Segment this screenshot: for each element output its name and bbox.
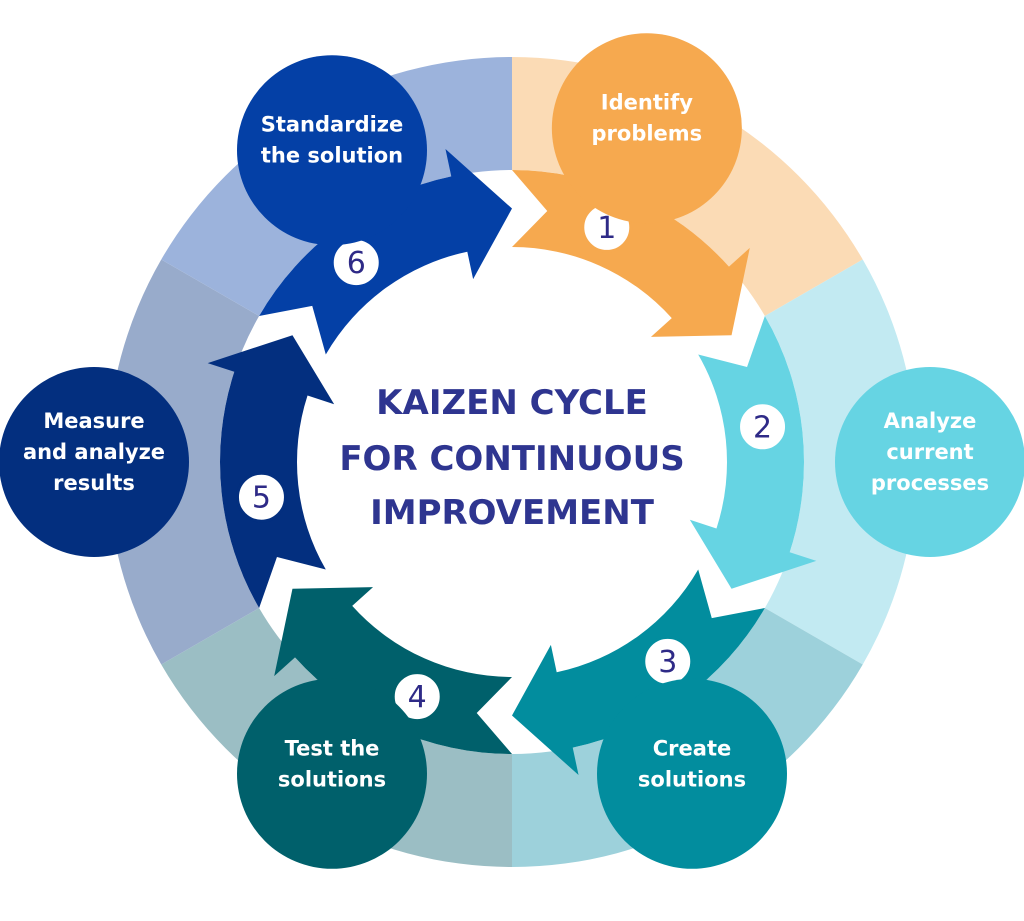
node-circle bbox=[551, 33, 742, 224]
node-step-2: Analyze current processes bbox=[835, 367, 1024, 557]
node-label-line: Test the bbox=[285, 736, 380, 760]
node-label-line: Standardize bbox=[261, 113, 404, 137]
node-label-line: Identify bbox=[601, 91, 693, 115]
step-number: 4 bbox=[408, 680, 427, 715]
node-circle bbox=[597, 678, 787, 869]
node-label-line: solutions bbox=[638, 767, 746, 791]
step-number: 2 bbox=[753, 410, 772, 445]
title-line-2: FOR CONTINUOUS bbox=[339, 439, 684, 479]
node-label-line: Analyze bbox=[884, 409, 977, 433]
node-step-5: Measure and analyze results bbox=[0, 367, 189, 557]
step-number: 3 bbox=[658, 645, 677, 680]
arrow-step-6 bbox=[259, 148, 512, 355]
node-label-line: problems bbox=[592, 122, 703, 146]
step-number: 5 bbox=[252, 481, 271, 516]
node-circle bbox=[0, 367, 189, 557]
node-step-6: Standardize the solution bbox=[237, 55, 427, 246]
arrow-step-3 bbox=[512, 569, 765, 776]
title-line-1: KAIZEN CYCLE bbox=[376, 383, 648, 423]
step-number: 6 bbox=[347, 246, 366, 281]
step-number: 1 bbox=[597, 211, 616, 246]
badge-circle bbox=[235, 471, 287, 523]
badge-circle bbox=[737, 401, 789, 453]
node-step-1: Identify problems bbox=[551, 33, 742, 224]
node-label-line: results bbox=[53, 471, 135, 495]
node-label-line: and analyze bbox=[23, 440, 165, 464]
node-label-line: processes bbox=[871, 471, 989, 495]
badge-step-4: 4 bbox=[391, 671, 443, 723]
node-circle bbox=[237, 678, 427, 869]
node-label-line: solutions bbox=[278, 767, 386, 791]
badge-step-6: 6 bbox=[330, 237, 382, 289]
node-circle bbox=[835, 367, 1024, 557]
node-step-4: Test the solutions bbox=[237, 678, 427, 869]
node-label-line: current bbox=[886, 440, 973, 464]
title-line-3: IMPROVEMENT bbox=[370, 493, 655, 533]
center-title: KAIZEN CYCLE FOR CONTINUOUS IMPROVEMENT bbox=[339, 383, 684, 533]
arrow-step-1 bbox=[512, 170, 750, 337]
badge-step-2: 2 bbox=[737, 401, 789, 453]
node-label-line: Create bbox=[653, 736, 731, 760]
node-circle bbox=[237, 55, 427, 246]
step-number-badges: 1 2 3 4 5 6 bbox=[235, 201, 789, 723]
badge-step-5: 5 bbox=[235, 471, 287, 523]
badge-circle bbox=[391, 671, 443, 723]
badge-step-3: 3 bbox=[642, 635, 694, 687]
arrow-step-5 bbox=[207, 335, 335, 608]
arrow-step-4 bbox=[274, 587, 512, 754]
node-step-3: Create solutions bbox=[597, 678, 787, 869]
node-label-line: Measure bbox=[43, 409, 144, 433]
inner-arrows bbox=[207, 148, 817, 776]
node-label-line: the solution bbox=[261, 144, 403, 168]
arrow-step-2 bbox=[689, 316, 817, 589]
